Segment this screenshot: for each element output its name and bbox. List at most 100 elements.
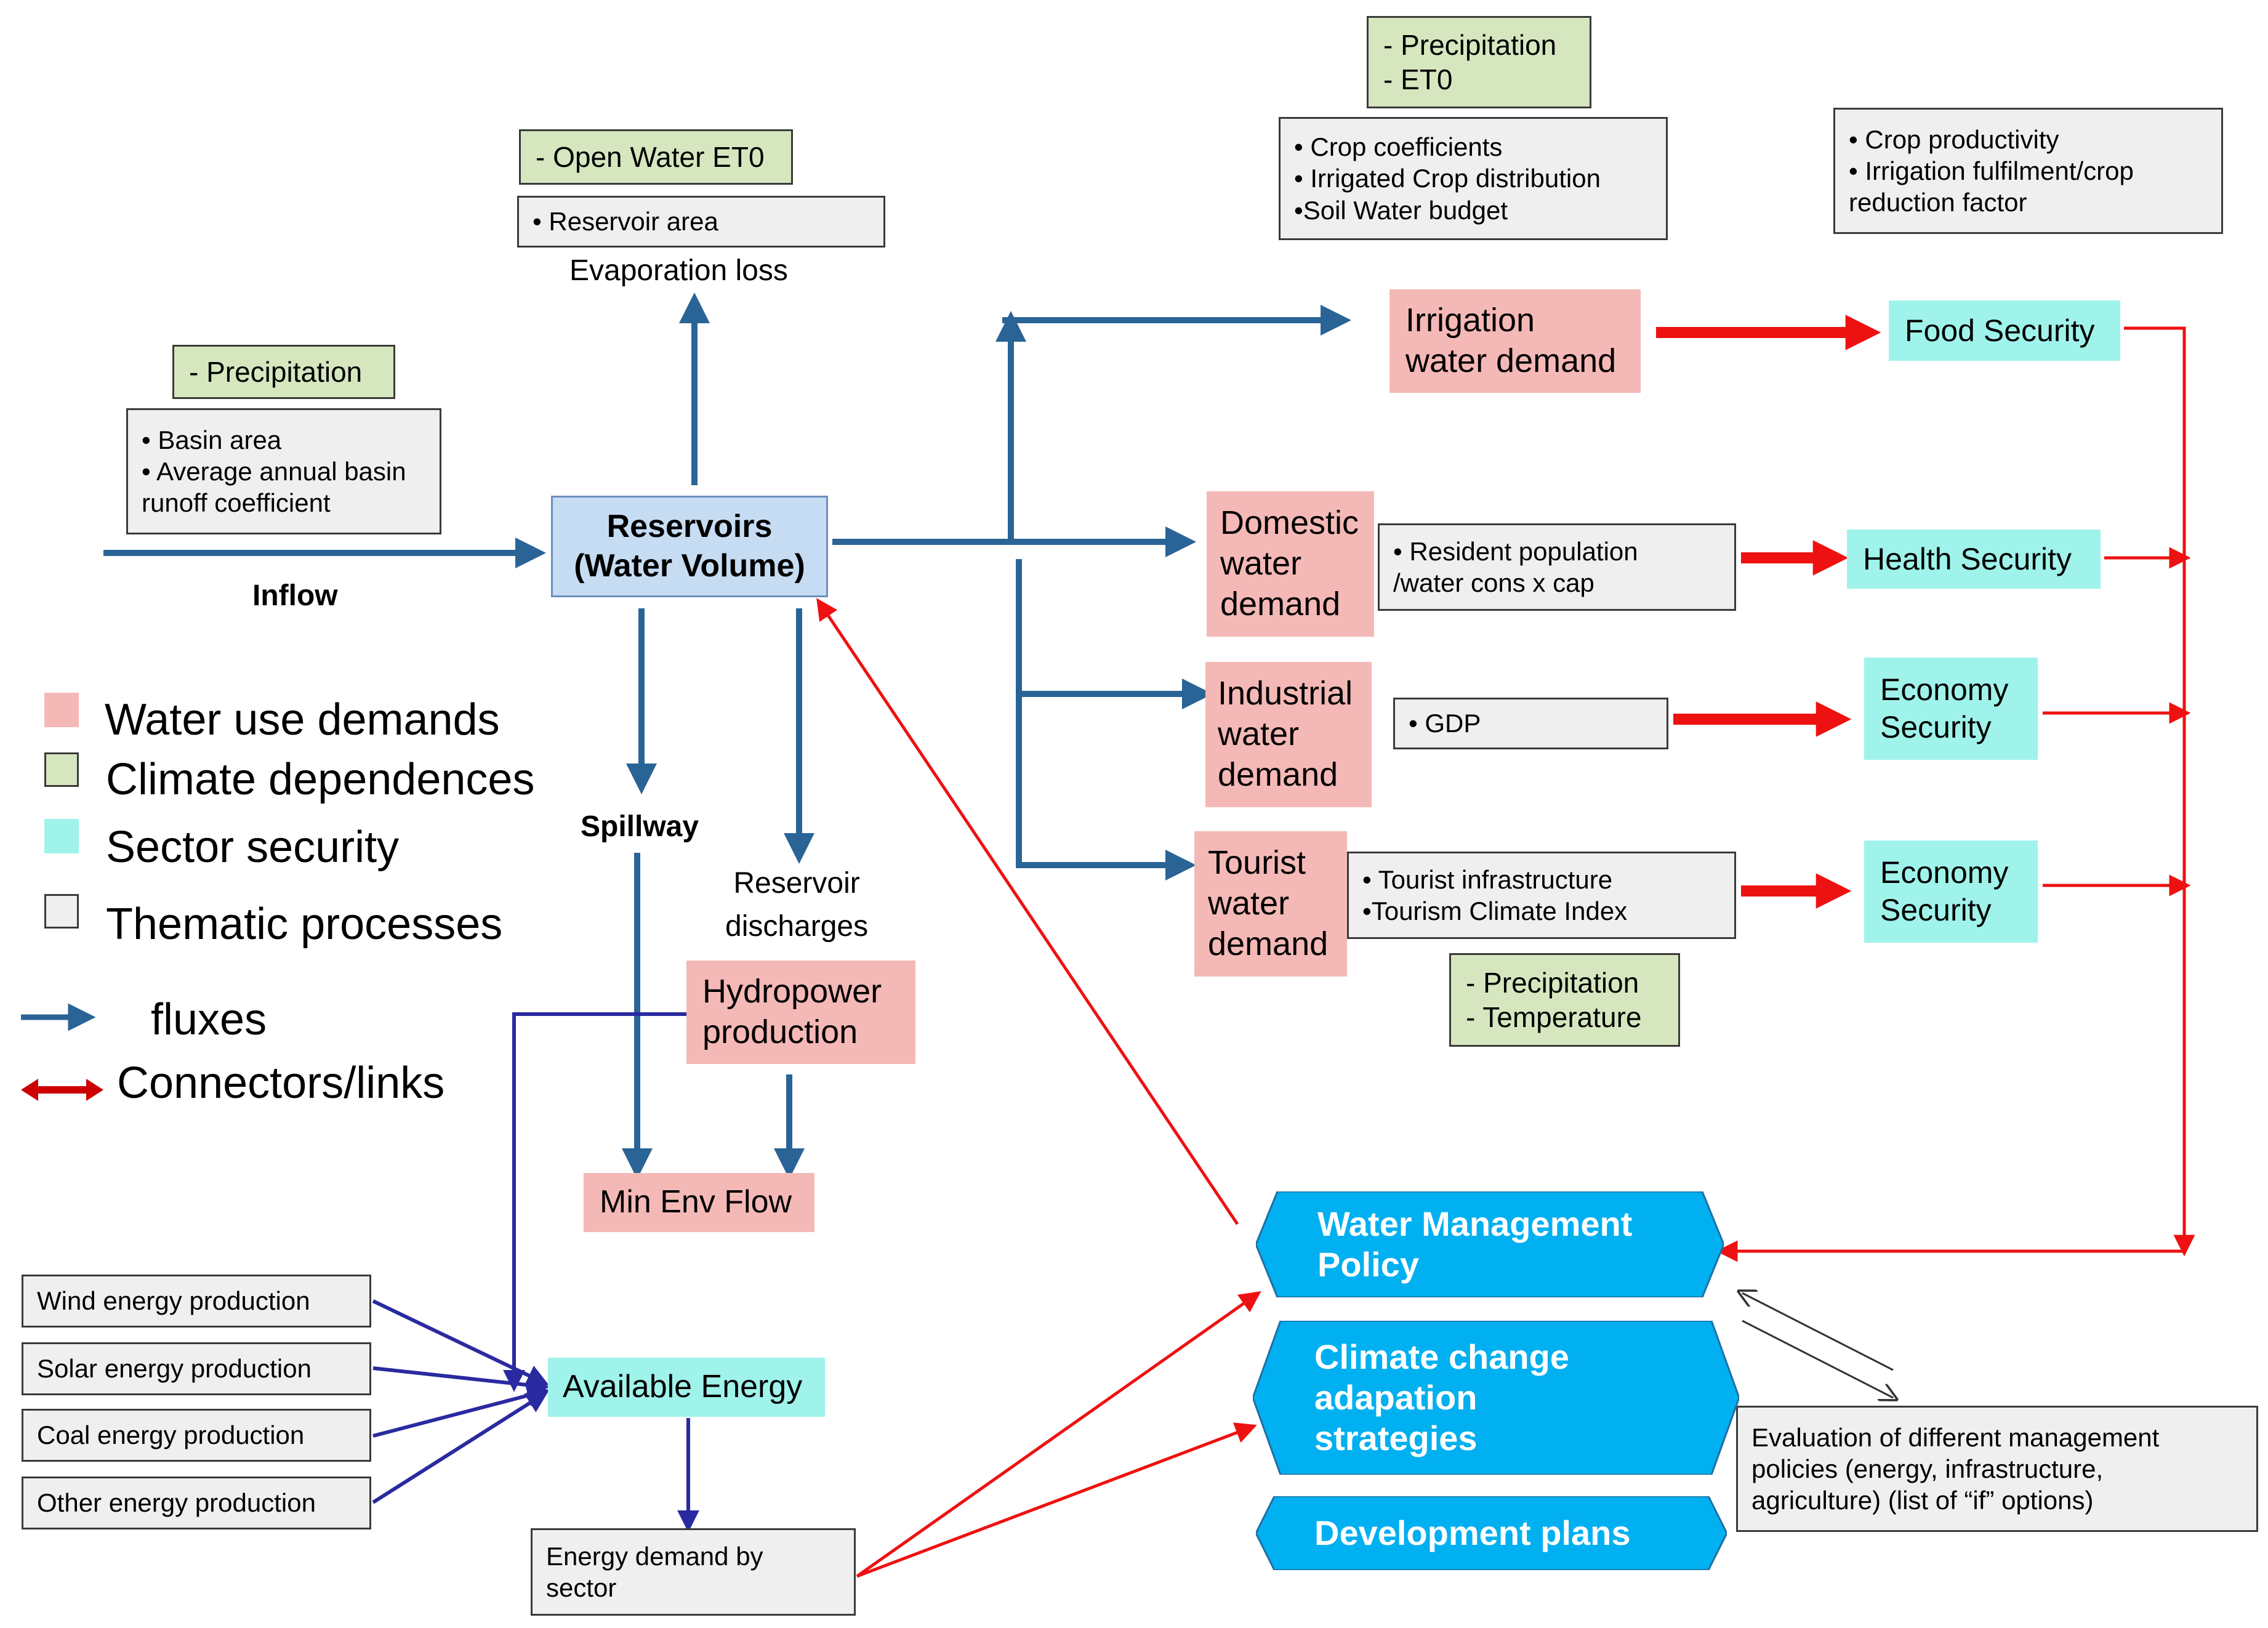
domestic-demand-box: Domestic water demand bbox=[1207, 491, 1374, 637]
reservoir-discharges-label: Reservoir discharges bbox=[725, 862, 868, 948]
crop-box: • Crop coefficients • Irrigated Crop dis… bbox=[1279, 117, 1668, 240]
basin-item-1: • Basin area bbox=[142, 425, 282, 454]
basin-box: • Basin area • Average annual basin runo… bbox=[126, 408, 441, 534]
crop-climate-item-1: - Precipitation bbox=[1383, 28, 1557, 61]
spillway-label: Spillway bbox=[581, 810, 699, 843]
irrigation-demand-line-1: Irrigation bbox=[1405, 302, 1535, 339]
evaluation-box: Evaluation of different management polic… bbox=[1736, 1406, 2258, 1532]
solar-to-energy-link bbox=[372, 1366, 550, 1396]
water-management-line-1: Water Management bbox=[1317, 1204, 1633, 1243]
solar-energy-box: Solar energy production bbox=[22, 1342, 371, 1395]
legend-connector-left-head bbox=[21, 1079, 38, 1101]
other-energy-box: Other energy production bbox=[22, 1477, 371, 1529]
health-security-label: Health Security bbox=[1863, 541, 2072, 576]
irrigation-demand-line-2: water demand bbox=[1405, 342, 1617, 379]
hydropower-line-2: production bbox=[702, 1013, 858, 1050]
economy-security-1-line-2: Security bbox=[1880, 710, 1992, 744]
evaluation-item-3: agriculture) (list of “if” options) bbox=[1751, 1486, 2094, 1515]
min-env-flow-label: Min Env Flow bbox=[600, 1184, 792, 1220]
crop-item-1: • Crop coefficients bbox=[1294, 132, 1503, 162]
open-water-eto-item: - Open Water ET0 bbox=[536, 140, 765, 173]
legend-water-use-swatch bbox=[44, 693, 79, 727]
coal-energy-item: Coal energy production bbox=[37, 1420, 305, 1450]
water-management-policy: Water Management Policy bbox=[1256, 1191, 1724, 1297]
basin-item-3: runoff coefficient bbox=[142, 488, 331, 518]
climate-change-text: Climate change adapation strategies bbox=[1314, 1321, 1569, 1475]
productivity-item-1: • Crop productivity bbox=[1849, 124, 2059, 154]
evaluation-arrows bbox=[1742, 1293, 1893, 1398]
coal-to-energy-link bbox=[372, 1384, 550, 1438]
industrial-demand-box: Industrial water demand bbox=[1205, 662, 1372, 807]
crop-climate-box: - Precipitation - ET0 bbox=[1367, 16, 1591, 108]
economy-security-2-line-1: Economy bbox=[1880, 855, 2009, 890]
development-plans-text: Development plans bbox=[1314, 1496, 1630, 1570]
tourist-demand-line-1: Tourist bbox=[1208, 844, 1306, 882]
crop-climate-item-2: - ET0 bbox=[1383, 63, 1453, 95]
wind-energy-box: Wind energy production bbox=[22, 1275, 371, 1328]
development-plans-line-1: Development plans bbox=[1314, 1513, 1631, 1552]
hydropower-box: Hydropower production bbox=[686, 961, 915, 1064]
economy-security-2-line-2: Security bbox=[1880, 893, 1992, 927]
evaluation-item-1: Evaluation of different management bbox=[1751, 1422, 2160, 1452]
climate-change-line-1: Climate change bbox=[1314, 1337, 1569, 1376]
inflow-precipitation-item: - Precipitation bbox=[189, 355, 363, 388]
crop-item-2: • Irrigated Crop distribution bbox=[1294, 164, 1601, 193]
hydropower-to-energy-link bbox=[503, 1012, 686, 1392]
legend-connector-right-head bbox=[86, 1079, 103, 1101]
industrial-demand-line-1: Industrial bbox=[1218, 675, 1353, 712]
tourism-climate-item-1: - Precipitation bbox=[1466, 966, 1639, 999]
legend-sector-label: Sector security bbox=[106, 823, 400, 872]
open-water-eto-box: - Open Water ET0 bbox=[519, 129, 793, 185]
evaluation-arrow-up bbox=[1742, 1293, 1894, 1371]
other-energy-item: Other energy production bbox=[37, 1488, 316, 1518]
development-plans: Development plans bbox=[1256, 1496, 1727, 1570]
hydropower-line-1: Hydropower bbox=[702, 973, 882, 1010]
tourist-item-2: •Tourism Climate Index bbox=[1362, 897, 1628, 925]
other-to-energy-link bbox=[372, 1391, 549, 1504]
water-management-shape bbox=[1256, 1191, 1724, 1297]
climate-change-line-3: strategies bbox=[1314, 1419, 1478, 1458]
tourist-demand-box: Tourist water demand bbox=[1194, 831, 1347, 977]
legend-water-use-label: Water use demands bbox=[105, 695, 500, 744]
irrigation-demand-box: Irrigation water demand bbox=[1389, 289, 1641, 393]
water-management-text: Water Management Policy bbox=[1317, 1191, 1632, 1297]
population-item-2: /water cons x cap bbox=[1393, 568, 1594, 597]
tourist-item-1: • Tourist infrastructure bbox=[1362, 864, 1613, 894]
food-to-collector bbox=[2124, 326, 2195, 1257]
productivity-item-2: • Irrigation fulfilment/crop bbox=[1849, 156, 2134, 185]
economy-security-1-line-1: Economy bbox=[1880, 672, 2009, 707]
climate-change-strategies: Climate change adapation strategies bbox=[1253, 1321, 1739, 1475]
legend-climate-swatch bbox=[44, 752, 79, 787]
water-management-line-2: Policy bbox=[1317, 1245, 1419, 1284]
productivity-box: • Crop productivity • Irrigation fulfilm… bbox=[1833, 108, 2223, 234]
tourist-demand-line-2: water bbox=[1208, 885, 1290, 922]
economy-security-box-2: Economy Security bbox=[1864, 840, 2038, 943]
evaporation-loss-label: Evaporation loss bbox=[569, 254, 788, 287]
policy-to-reservoir-link bbox=[816, 598, 1239, 1225]
legend-sector-swatch bbox=[44, 819, 79, 853]
energy-demand-item-2: sector bbox=[546, 1573, 617, 1602]
evaluation-item-2: policies (energy, infrastructure, bbox=[1751, 1454, 2104, 1483]
development-plans-shape bbox=[1256, 1496, 1727, 1570]
reservoir-discharges-line-2: discharges bbox=[725, 909, 869, 943]
wind-energy-item: Wind energy production bbox=[37, 1286, 310, 1316]
legend-thematic-label: Thematic processes bbox=[106, 900, 503, 949]
reservoir-area-box: • Reservoir area bbox=[517, 196, 885, 248]
population-item-1: • Resident population bbox=[1393, 536, 1638, 566]
wind-to-energy-link bbox=[372, 1299, 549, 1386]
reservoir-area-item: • Reservoir area bbox=[533, 207, 718, 236]
domestic-demand-line-3: demand bbox=[1220, 585, 1341, 623]
energy-links bbox=[372, 1012, 699, 1533]
energy-demand-item-1: Energy demand by bbox=[546, 1541, 763, 1571]
energy-demand-box: Energy demand by sector bbox=[531, 1528, 856, 1616]
coal-energy-box: Coal energy production bbox=[22, 1409, 371, 1462]
inflow-precipitation-box: - Precipitation bbox=[172, 345, 395, 399]
climate-change-shape bbox=[1253, 1321, 1739, 1475]
food-security-box: Food Security bbox=[1889, 300, 2120, 361]
industrial-demand-line-3: demand bbox=[1218, 756, 1338, 793]
reservoir-title-2: (Water Volume) bbox=[574, 547, 805, 584]
reservoir-box: Reservoirs (Water Volume) bbox=[551, 496, 828, 597]
evaluation-arrow-down bbox=[1742, 1320, 1893, 1398]
tourist-demand-line-3: demand bbox=[1208, 925, 1329, 962]
economy-security-box-1: Economy Security bbox=[1864, 658, 2038, 760]
